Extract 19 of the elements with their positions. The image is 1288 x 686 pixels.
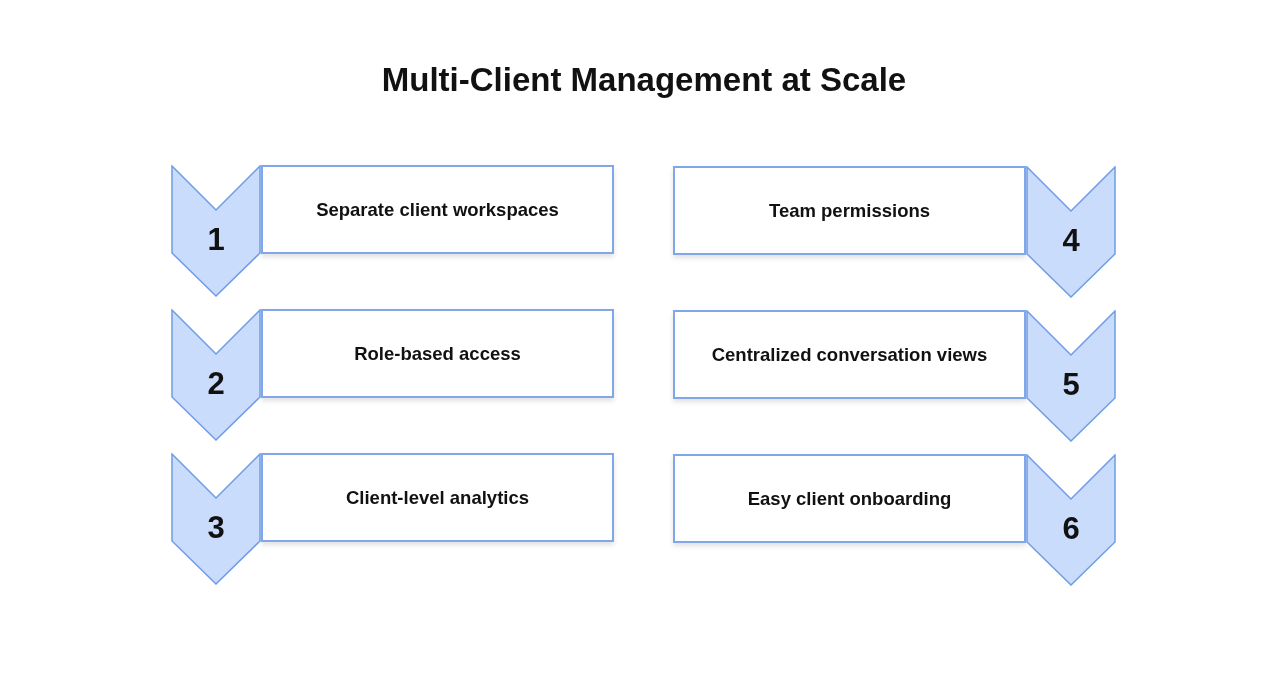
step-number: 1 <box>207 223 225 257</box>
step-number: 5 <box>1062 368 1080 402</box>
list-box <box>673 166 1026 255</box>
list-box <box>673 310 1026 399</box>
item-text: Role-based access <box>354 342 521 365</box>
step-number: 6 <box>1062 512 1080 546</box>
list-box <box>261 453 614 542</box>
list-box <box>673 454 1026 543</box>
item-text: Team permissions <box>768 199 931 222</box>
diagram-title: Multi-Client Management at Scale <box>381 60 907 100</box>
step-number: 3 <box>207 511 225 545</box>
item-text: Client-level analytics <box>346 486 529 509</box>
item-text: Centralized conversation views <box>711 343 988 366</box>
list-box <box>261 309 614 398</box>
step-number: 2 <box>207 367 225 401</box>
item-text: Easy client onboarding <box>747 487 952 510</box>
item-text: Separate client workspaces <box>316 198 559 221</box>
list-box <box>261 165 614 254</box>
step-number: 4 <box>1062 224 1080 258</box>
